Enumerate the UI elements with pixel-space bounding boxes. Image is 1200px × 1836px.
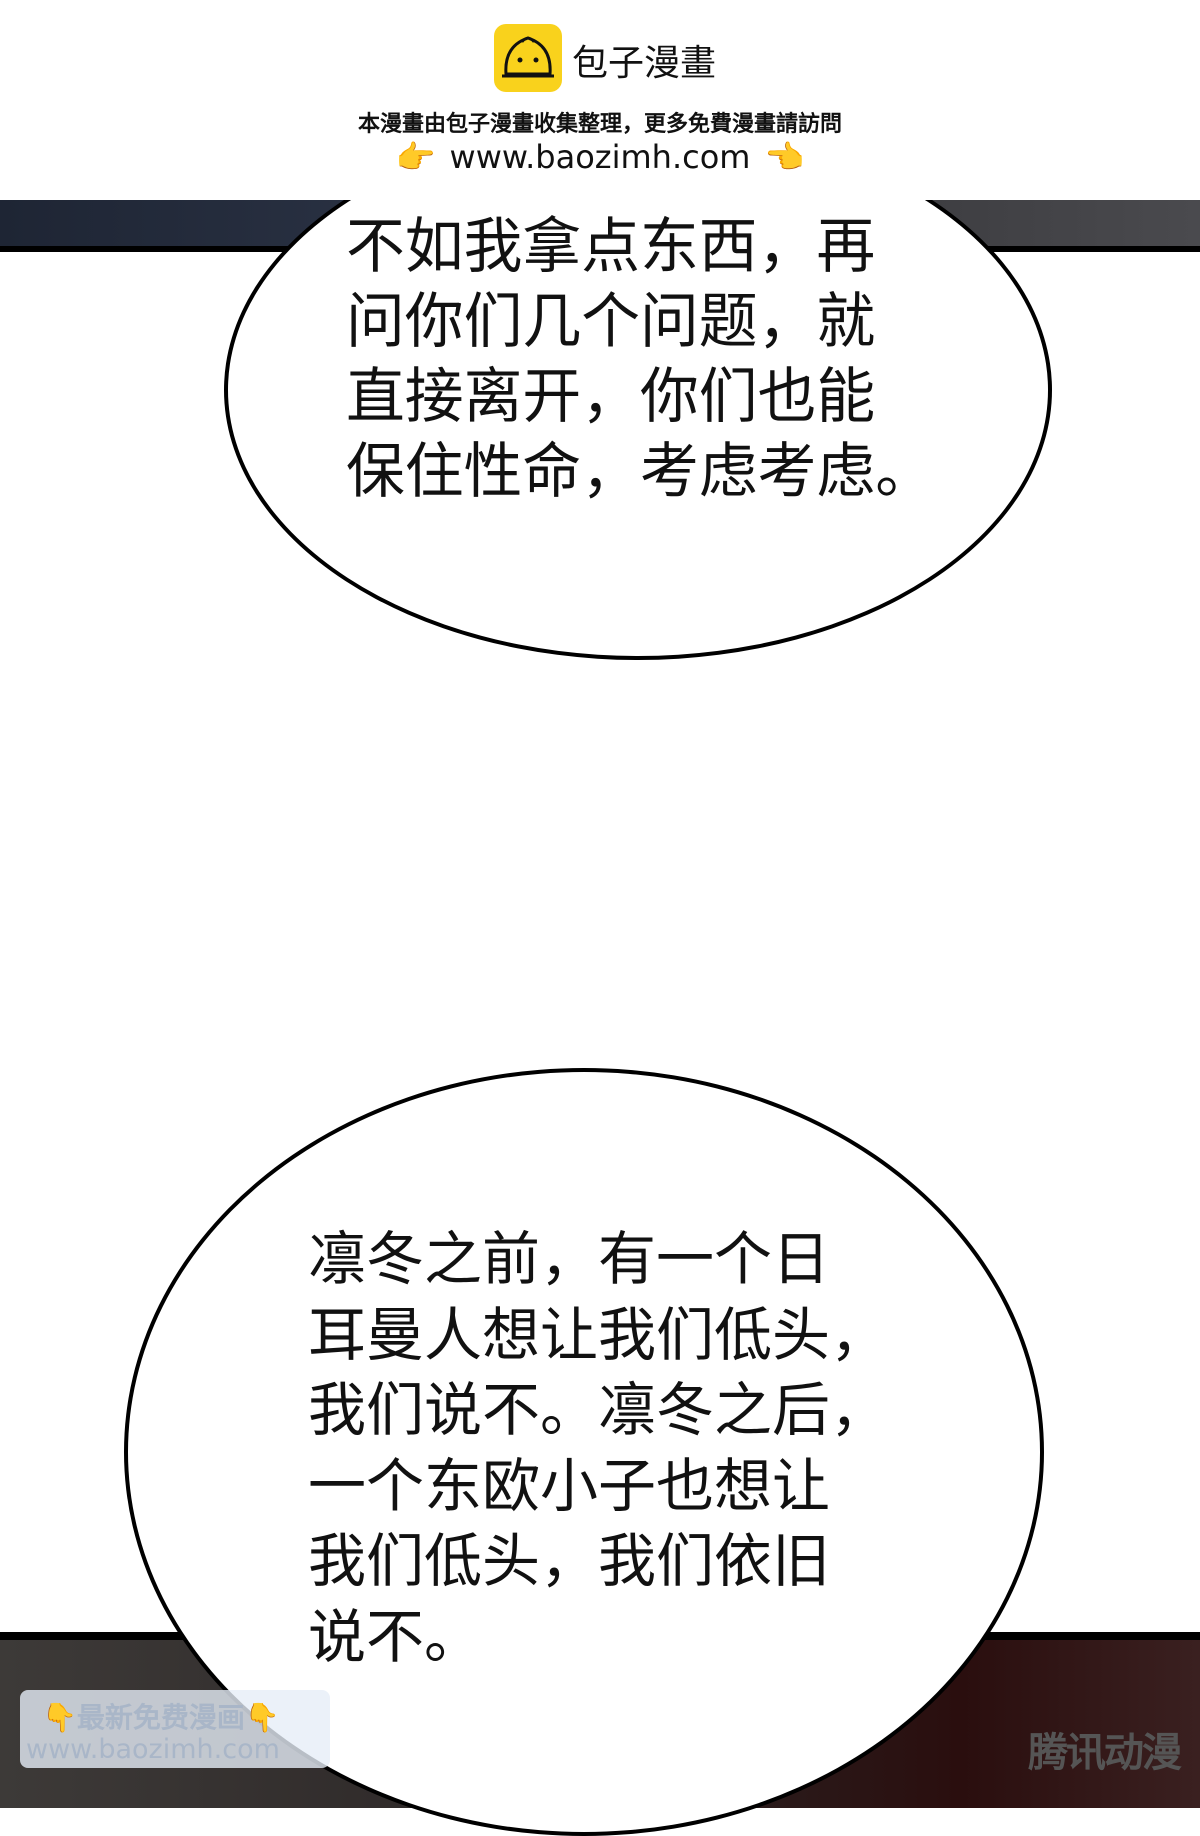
site-url-row: 👉 www.baozimh.com 👈: [0, 138, 1200, 176]
site-notice: 本漫畫由包子漫畫收集整理，更多免費漫畫請訪問: [357, 112, 842, 137]
site-url-link[interactable]: www.baozimh.com: [449, 138, 751, 176]
watermark-url: www.baozimh.com: [26, 1734, 280, 1765]
speech-bubble-1: [224, 120, 1052, 660]
watermark-badge[interactable]: 👇最新免费漫画👇 www.baozimh.com: [20, 1690, 330, 1768]
brand-name: 包子漫畫: [572, 43, 717, 84]
speech-bubble-2-text: 凛冬之前，有一个日 耳曼人想让我们低头， 我们说不。凛冬之后， 一个东欧小子也想…: [308, 1225, 889, 1671]
site-header: 包子漫畫 本漫畫由包子漫畫收集整理，更多免費漫畫請訪問 👉 www.baozimh…: [0, 0, 1200, 200]
speech-bubble-1-text: 不如我拿点东西，再 问你们几个问题，就 直接离开，你们也能 保住性命，考虑考虑。: [346, 212, 934, 507]
baozi-logo-icon: [494, 24, 562, 92]
corner-watermark: 腾讯动漫: [1028, 1730, 1182, 1776]
watermark-line1: 👇最新免费漫画👇: [42, 1701, 280, 1734]
pointing-right-icon: 👉: [395, 138, 436, 176]
pointing-left-icon: 👈: [764, 138, 805, 176]
